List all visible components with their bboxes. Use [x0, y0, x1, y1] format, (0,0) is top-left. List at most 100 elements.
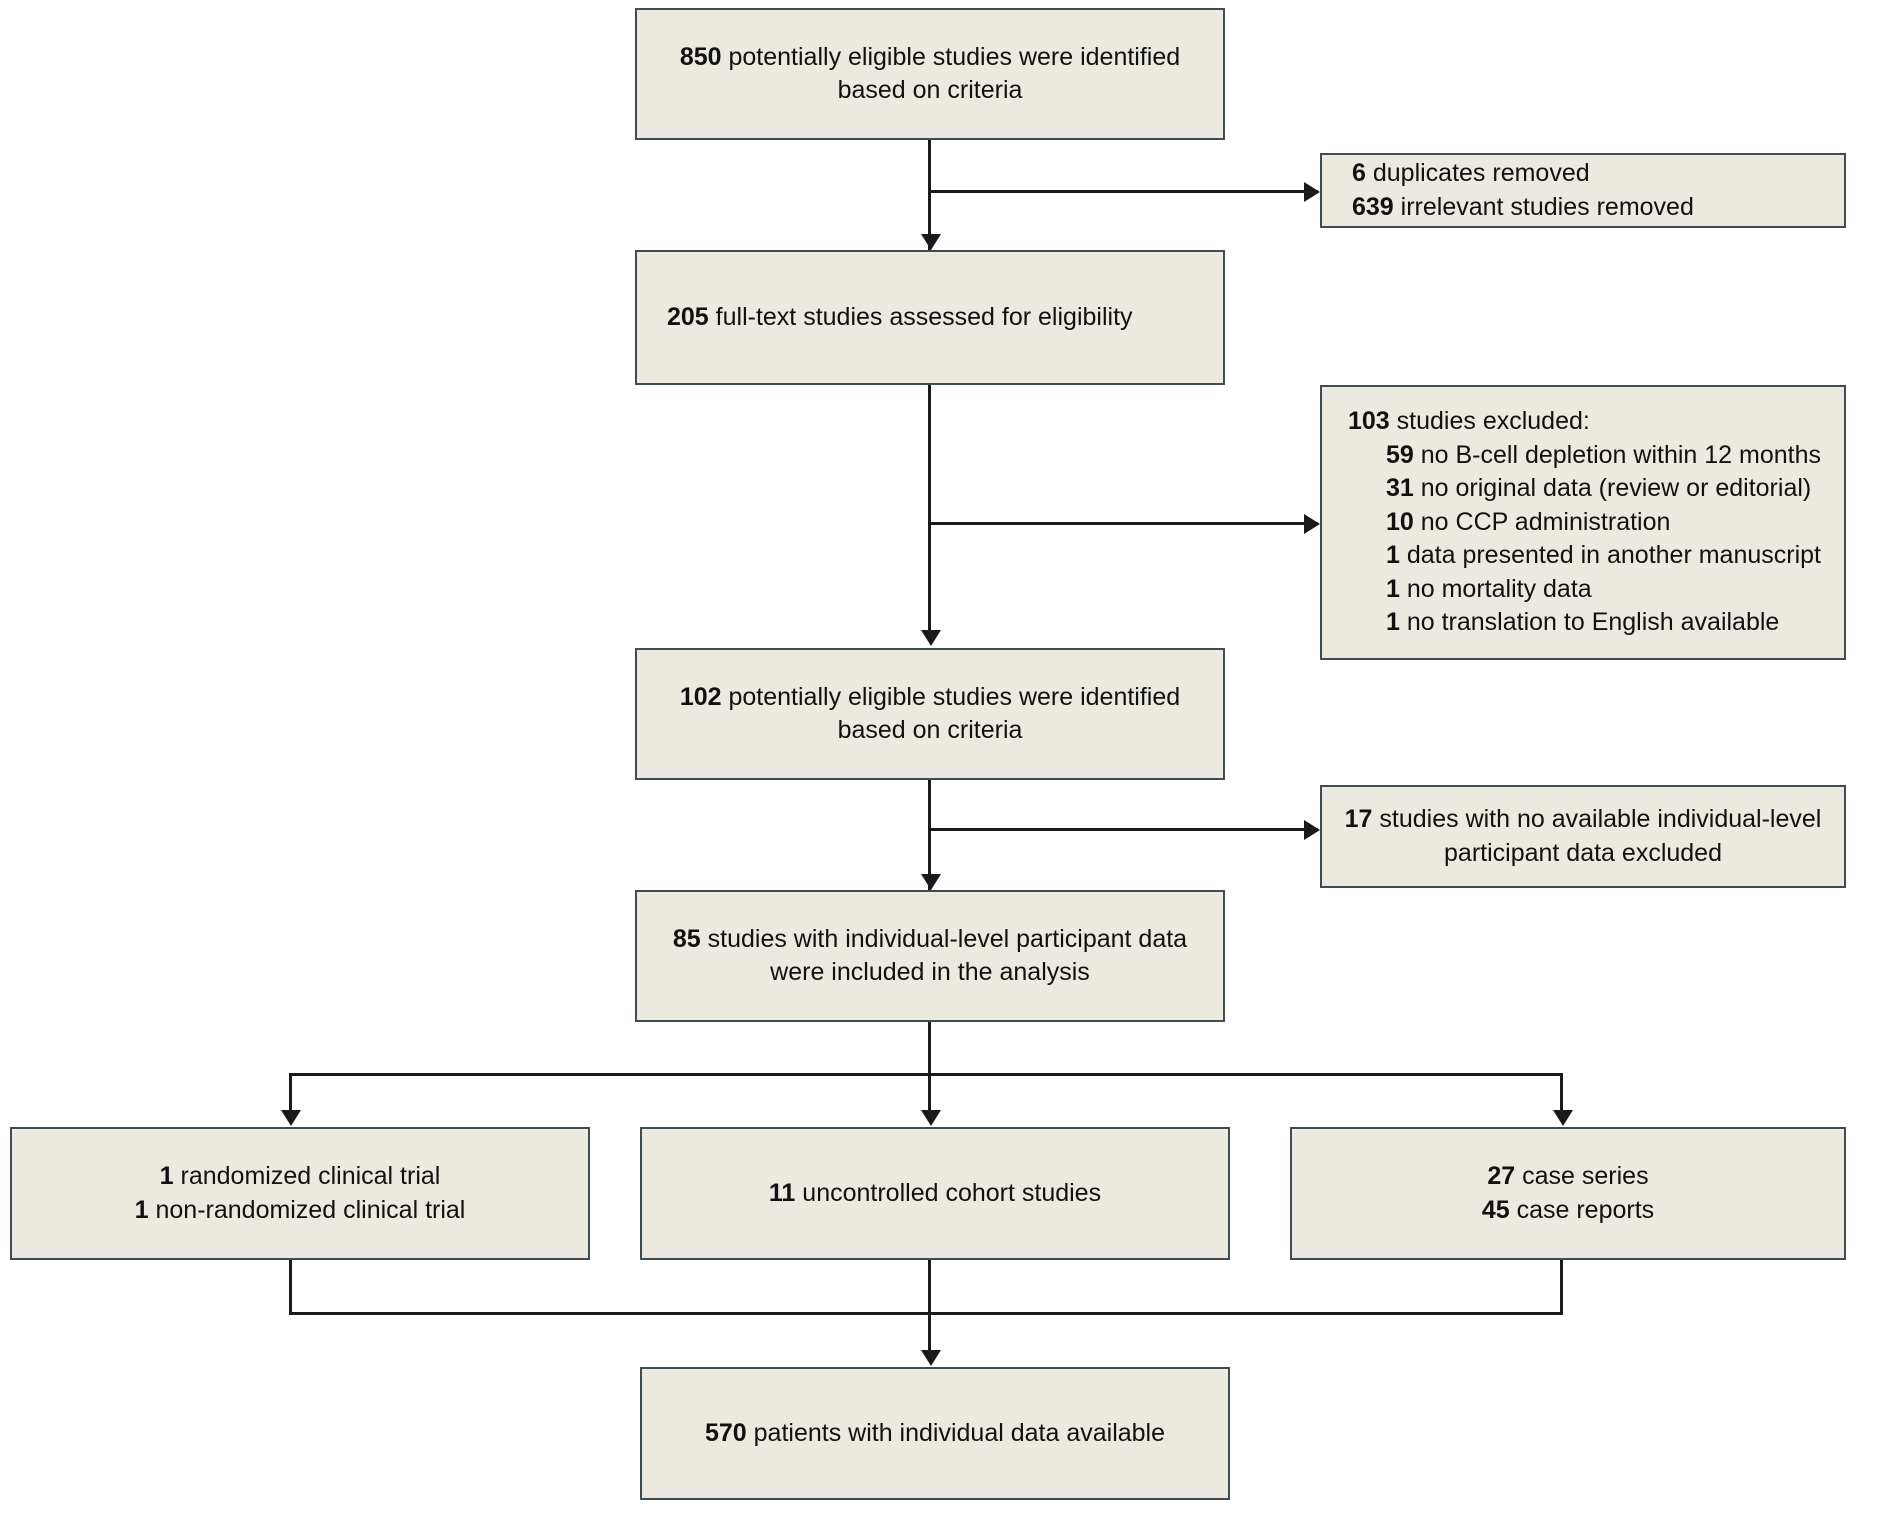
- node-text: no mortality data: [1399, 574, 1592, 603]
- connector-fulltext-to-excluded: [928, 522, 1318, 525]
- connector-eligible102-to-included85: [928, 780, 931, 890]
- node-line: based on criteria: [838, 74, 1023, 108]
- connector-merge-bar: [289, 1312, 1563, 1315]
- node-count: 1: [1386, 608, 1400, 637]
- arrow-into-cohorts: [921, 1110, 941, 1126]
- node-text: patients with individual data available: [746, 1418, 1166, 1447]
- node-text: potentially eligible studies were identi…: [721, 42, 1181, 71]
- connector-split-left: [289, 1073, 292, 1113]
- connector-merge-to-patients: [928, 1312, 931, 1354]
- node-line: 103 studies excluded:: [1348, 405, 1590, 439]
- node-text: studies excluded:: [1389, 407, 1590, 436]
- node-count: 31: [1386, 474, 1414, 503]
- node-case-series-reports: 27 case series 45 case reports: [1290, 1127, 1846, 1260]
- node-text: potentially eligible studies were identi…: [721, 682, 1181, 711]
- node-text: irrelevant studies removed: [1393, 192, 1694, 221]
- node-text: participant data excluded: [1444, 838, 1722, 867]
- node-text: non-randomized clinical trial: [148, 1195, 466, 1224]
- connector-included85-stem: [928, 1022, 931, 1076]
- node-studies-excluded: 103 studies excluded: 59 no B-cell deple…: [1320, 385, 1846, 660]
- node-fulltext-assessed: 205 full-text studies assessed for eligi…: [635, 250, 1225, 385]
- node-line: 27 case series: [1487, 1160, 1648, 1194]
- node-line: were included in the analysis: [770, 956, 1090, 990]
- node-text: data presented in another manuscript: [1399, 541, 1821, 570]
- node-line: 85 studies with individual-level partici…: [673, 923, 1187, 957]
- arrow-into-noipd: [1304, 820, 1320, 840]
- node-count: 17: [1344, 805, 1373, 833]
- node-text: studies with no available individual-lev…: [1372, 805, 1822, 833]
- node-count: 6: [1352, 159, 1366, 187]
- node-line: 205 full-text studies assessed for eligi…: [667, 301, 1133, 335]
- node-line: 59 no B-cell depletion within 12 months: [1348, 439, 1821, 473]
- node-text: studies with individual-level participan…: [700, 924, 1188, 953]
- connector-merge-left: [289, 1260, 292, 1315]
- node-clinical-trials: 1 randomized clinical trial 1 non-random…: [10, 1127, 590, 1260]
- node-text: randomized clinical trial: [173, 1162, 441, 1190]
- node-line: 102 potentially eligible studies were id…: [680, 681, 1180, 715]
- node-records-removed: 6 duplicates removed 639 irrelevant stud…: [1320, 153, 1846, 228]
- connector-merge-right: [1560, 1260, 1563, 1315]
- node-line: 850 potentially eligible studies were id…: [680, 41, 1180, 75]
- node-text: were included in the analysis: [770, 958, 1090, 986]
- node-count: 1: [1386, 574, 1400, 603]
- node-count: 11: [768, 1178, 796, 1207]
- node-line: 1 data presented in another manuscript: [1348, 539, 1821, 573]
- node-count: 639: [1352, 192, 1394, 221]
- node-line: 639 irrelevant studies removed: [1352, 191, 1694, 225]
- node-text: case reports: [1509, 1195, 1655, 1224]
- node-text: based on criteria: [837, 716, 1023, 744]
- node-studies-identified: 850 potentially eligible studies were id…: [635, 8, 1225, 140]
- connector-split-bar: [289, 1073, 1563, 1076]
- node-line: 1 no mortality data: [1348, 573, 1592, 607]
- node-count: 1: [1386, 541, 1400, 570]
- connector-identified-to-removed: [928, 190, 1318, 193]
- node-text: based on criteria: [837, 76, 1023, 104]
- node-line: 1 randomized clinical trial: [160, 1160, 441, 1194]
- node-line: 1 no translation to English available: [1348, 606, 1779, 640]
- node-count: 1: [159, 1162, 174, 1190]
- connector-merge-middle: [928, 1260, 931, 1315]
- node-count: 59: [1386, 440, 1414, 469]
- node-count: 85: [672, 924, 701, 953]
- node-line: participant data excluded: [1444, 837, 1722, 871]
- connector-split-right: [1560, 1073, 1563, 1113]
- arrow-into-fulltext: [921, 234, 941, 250]
- node-count: 570: [704, 1418, 747, 1447]
- node-count: 1: [134, 1195, 149, 1224]
- node-line: 10 no CCP administration: [1348, 506, 1670, 540]
- node-line: 45 case reports: [1482, 1194, 1654, 1228]
- node-line: based on criteria: [838, 714, 1023, 748]
- arrow-into-eligible102: [921, 630, 941, 646]
- arrow-into-excluded: [1304, 514, 1320, 534]
- connector-split-middle: [928, 1073, 931, 1113]
- node-no-ipd-excluded: 17 studies with no available individual-…: [1320, 785, 1846, 888]
- node-text: no B-cell depletion within 12 months: [1413, 440, 1821, 469]
- node-patients-570: 570 patients with individual data availa…: [640, 1367, 1230, 1500]
- node-text: uncontrolled cohort studies: [795, 1178, 1102, 1207]
- node-text: no translation to English available: [1399, 608, 1780, 637]
- node-text: full-text studies assessed for eligibili…: [708, 302, 1133, 331]
- node-line: 11 uncontrolled cohort studies: [769, 1177, 1101, 1211]
- arrow-into-cases: [1553, 1110, 1573, 1126]
- node-count: 45: [1481, 1195, 1510, 1224]
- node-line: 6 duplicates removed: [1352, 157, 1590, 191]
- connector-identified-to-fulltext: [928, 140, 931, 252]
- node-text: no original data (review or editorial): [1413, 474, 1812, 503]
- connector-eligible102-to-noipd: [928, 828, 1318, 831]
- arrow-into-removed: [1304, 182, 1320, 202]
- node-count: 850: [679, 42, 722, 71]
- node-line: 1 non-randomized clinical trial: [135, 1194, 466, 1228]
- node-count: 10: [1386, 507, 1414, 536]
- arrow-into-trials: [281, 1110, 301, 1126]
- node-line: 17 studies with no available individual-…: [1345, 803, 1822, 837]
- node-count: 27: [1487, 1162, 1516, 1190]
- arrow-into-patients: [921, 1350, 941, 1366]
- node-count: 103: [1348, 407, 1390, 436]
- node-line: 31 no original data (review or editorial…: [1348, 472, 1811, 506]
- node-count: 205: [667, 302, 709, 331]
- node-text: no CCP administration: [1413, 507, 1671, 536]
- node-text: case series: [1515, 1162, 1649, 1190]
- node-count: 102: [679, 682, 722, 711]
- arrow-into-included85: [921, 874, 941, 890]
